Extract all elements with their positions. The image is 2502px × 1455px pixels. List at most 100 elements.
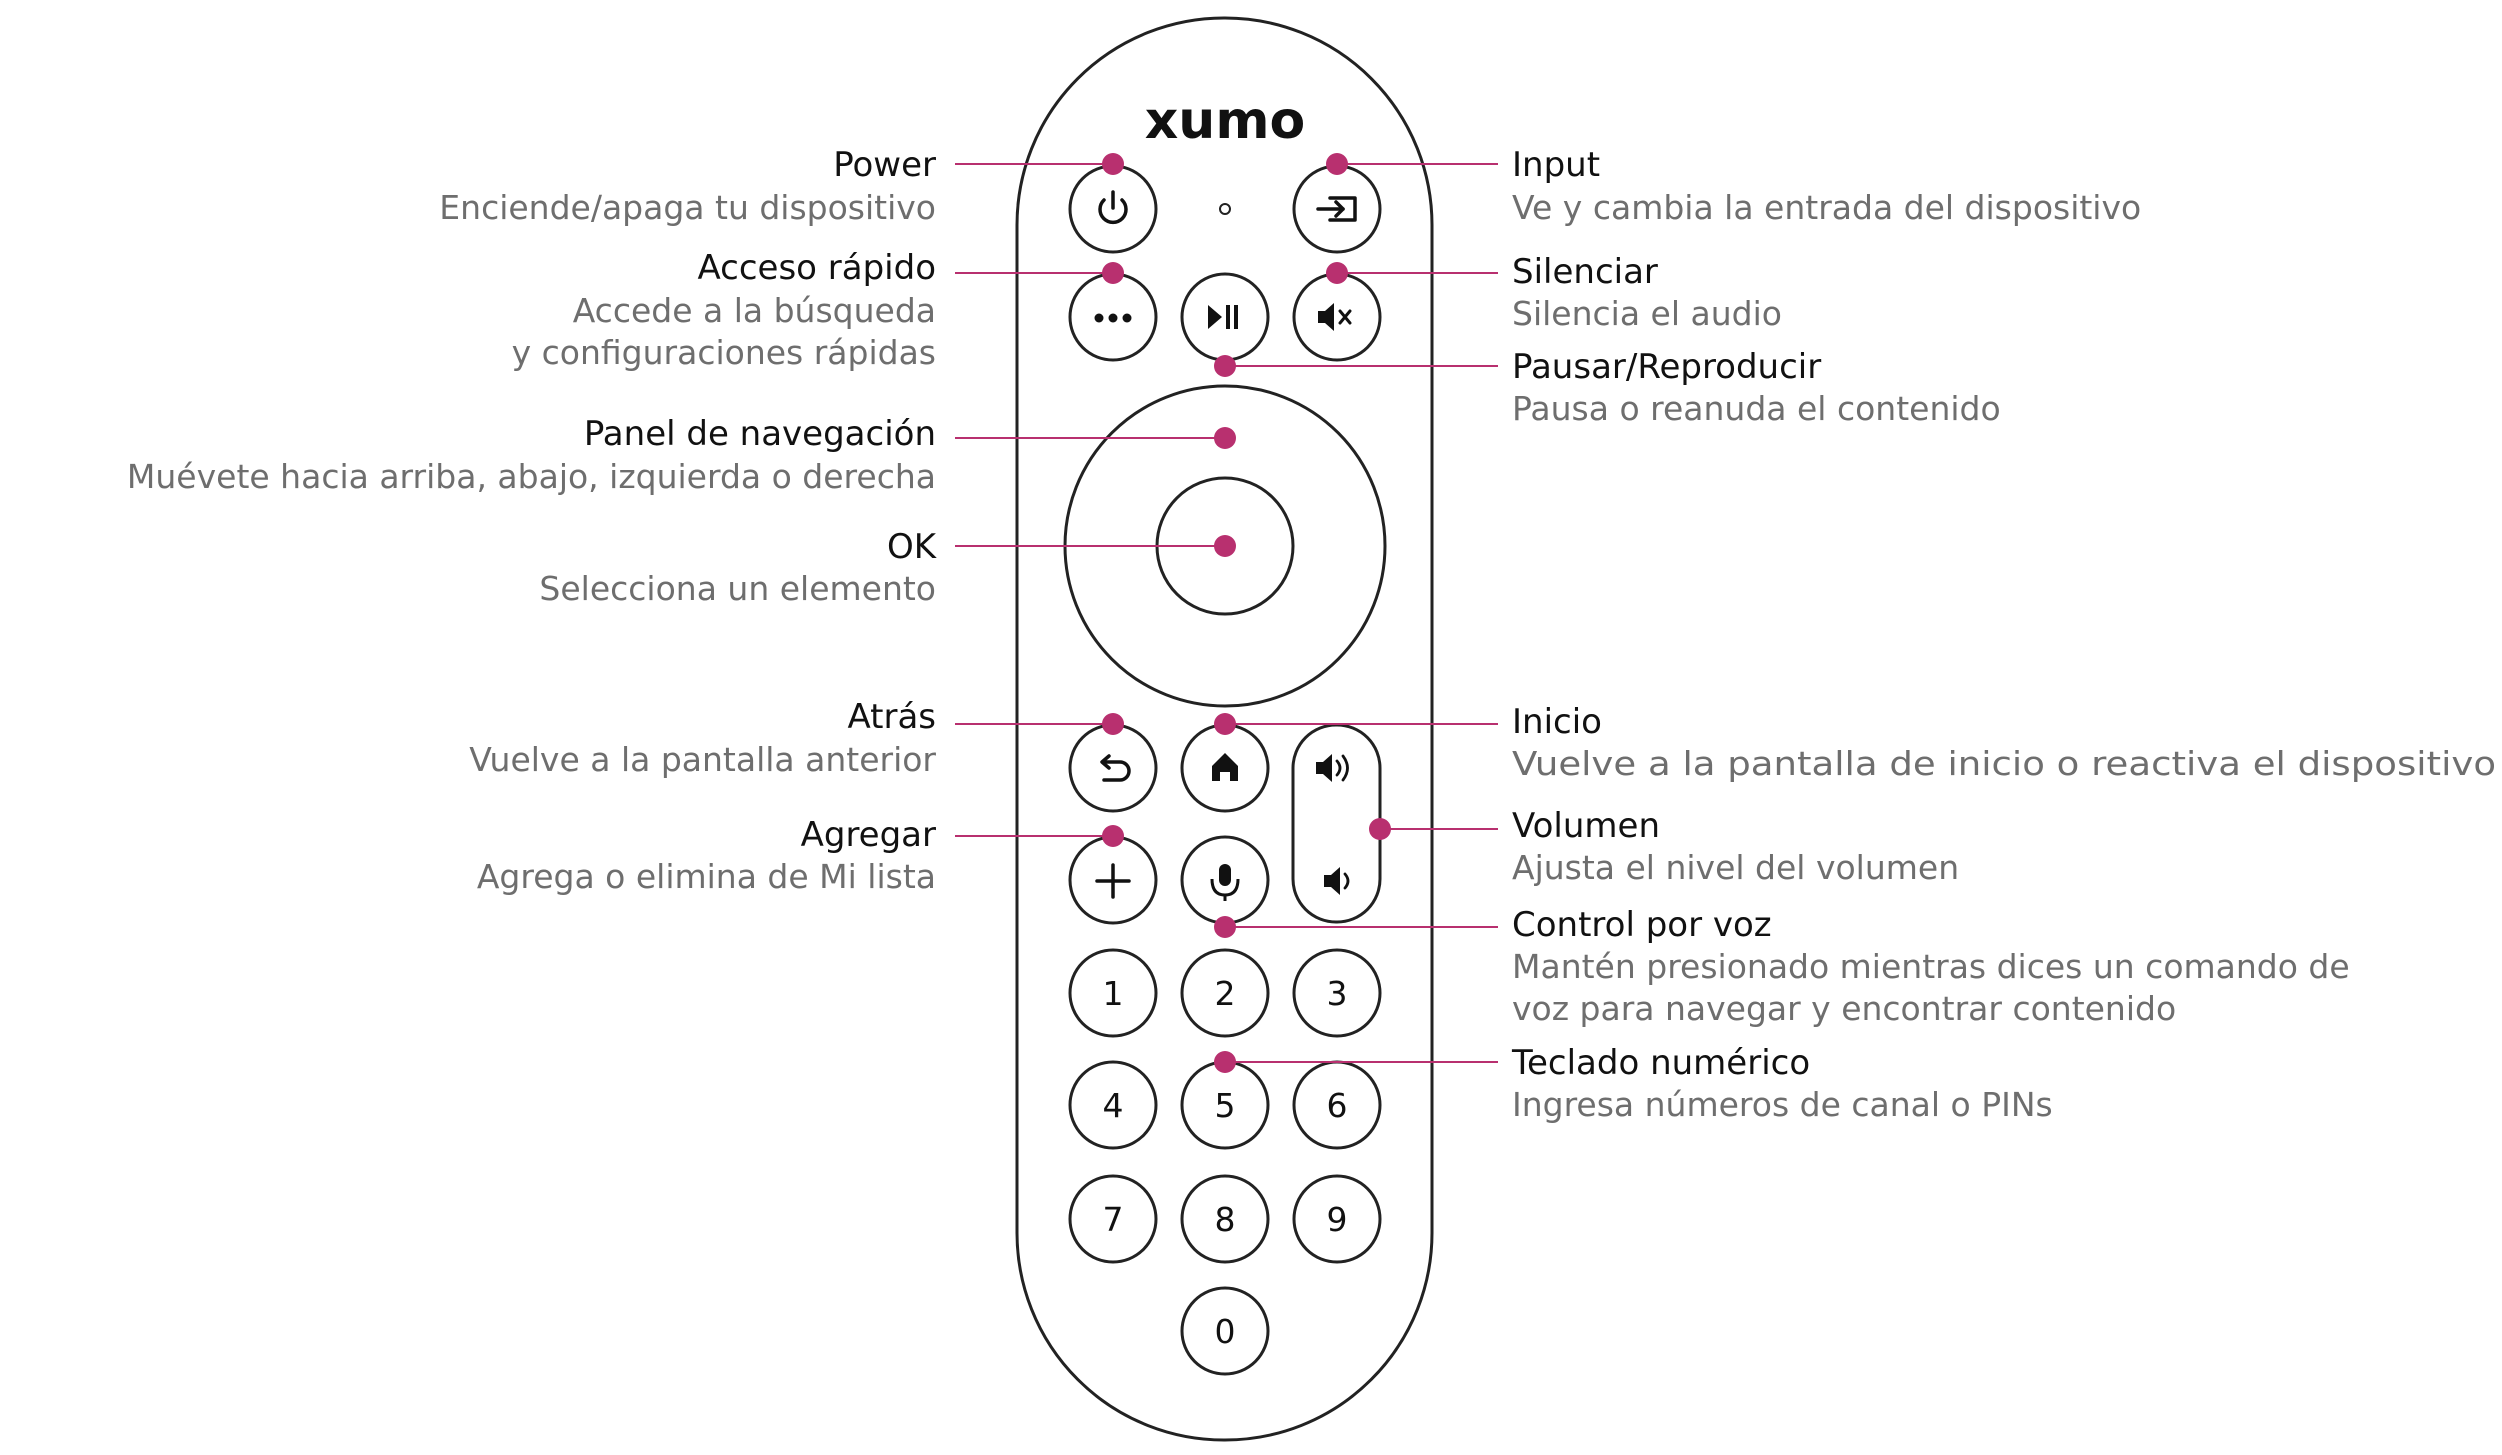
label-mute: Silenciar Silencia el audio: [1512, 252, 1782, 333]
label-desc: Ingresa números de canal o PINs: [1512, 1085, 2053, 1124]
label-desc: Accede a la búsqueda: [573, 291, 936, 330]
label-title: Power: [833, 145, 936, 185]
key-1[interactable]: 1: [1068, 948, 1158, 1038]
callout-dot-power: [1102, 153, 1124, 175]
callout-dot-voice: [1214, 916, 1236, 938]
key-label: 5: [1215, 1086, 1236, 1125]
label-add: Agregar Agrega o elimina de Mi lista: [477, 815, 936, 896]
key-label: 7: [1103, 1200, 1124, 1239]
callout-dot-nav: [1214, 427, 1236, 449]
plus-icon: [1095, 863, 1131, 899]
key-label: 1: [1103, 974, 1124, 1013]
power-icon: [1098, 190, 1128, 225]
input-icon: [1316, 196, 1357, 222]
mute-icon: [1318, 303, 1352, 331]
label-playpause: Pausar/Reproducir Pausa o reanuda el con…: [1512, 347, 2001, 428]
key-label: 2: [1215, 974, 1236, 1013]
callout-dot-home: [1214, 713, 1236, 735]
key-8[interactable]: 8: [1180, 1174, 1270, 1264]
key-4[interactable]: 4: [1068, 1060, 1158, 1150]
number-keypad: 1 2 3 4 5 6 7 8 9 0: [1068, 948, 1382, 1376]
callout-dot-quick: [1102, 262, 1124, 284]
label-voice: Control por voz Mantén presionado mientr…: [1512, 905, 2350, 1028]
label-desc: Agrega o elimina de Mi lista: [477, 857, 936, 896]
label-ok: OK Selecciona un elemento: [539, 527, 937, 608]
callout-dot-add: [1102, 825, 1124, 847]
key-label: 0: [1215, 1312, 1236, 1351]
label-desc: Muévete hacia arriba, abajo, izquierda o…: [127, 457, 936, 496]
label-title: Teclado numérico: [1511, 1043, 1810, 1083]
key-2[interactable]: 2: [1180, 948, 1270, 1038]
home-button[interactable]: [1180, 723, 1270, 813]
label-title: Atrás: [847, 697, 936, 737]
label-nav: Panel de navegación Muévete hacia arriba…: [127, 414, 936, 496]
power-button[interactable]: [1068, 164, 1158, 254]
key-label: 9: [1327, 1200, 1348, 1239]
label-desc: y configuraciones rápidas: [512, 333, 936, 372]
label-home: Inicio Vuelve a la pantalla de inicio o …: [1512, 702, 2496, 783]
label-input: Input Ve y cambia la entrada del disposi…: [1512, 145, 2141, 227]
volume-rocker[interactable]: [1291, 723, 1382, 924]
label-quick: Acceso rápido Accede a la búsqueda y con…: [512, 248, 936, 372]
volume-up-icon: [1316, 754, 1349, 782]
label-title: Acceso rápido: [697, 248, 936, 288]
label-title: Input: [1512, 145, 1600, 185]
back-arrow-icon: [1100, 754, 1131, 782]
callout-dot-back: [1102, 713, 1124, 735]
play-pause-icon: [1208, 305, 1238, 329]
label-volume: Volumen Ajusta el nivel del volumen: [1512, 806, 1959, 887]
add-button[interactable]: [1068, 835, 1158, 925]
microphone-icon: [1210, 864, 1240, 901]
mute-button[interactable]: [1292, 272, 1382, 362]
key-label: 4: [1103, 1086, 1124, 1125]
label-title: OK: [887, 527, 938, 567]
key-9[interactable]: 9: [1292, 1174, 1382, 1264]
key-label: 3: [1327, 974, 1348, 1013]
volume-down-icon: [1324, 867, 1350, 895]
callout-dot-playpause: [1214, 355, 1236, 377]
brand-logo: xumo: [1145, 91, 1305, 151]
label-desc: voz para navegar y encontrar contenido: [1512, 989, 2176, 1028]
label-desc: Enciende/apaga tu dispositivo: [439, 188, 936, 227]
back-button[interactable]: [1068, 723, 1158, 813]
label-desc: Mantén presionado mientras dices un coma…: [1512, 947, 2350, 986]
label-title: Agregar: [801, 815, 936, 855]
label-desc: Vuelve a la pantalla de inicio o reactiv…: [1512, 744, 2496, 783]
key-0[interactable]: 0: [1180, 1286, 1270, 1376]
key-3[interactable]: 3: [1292, 948, 1382, 1038]
label-desc: Ajusta el nivel del volumen: [1512, 848, 1959, 887]
more-dots-icon: [1094, 313, 1132, 323]
key-6[interactable]: 6: [1292, 1060, 1382, 1150]
quick-access-button[interactable]: [1068, 272, 1158, 362]
callout-dot-volume: [1369, 818, 1391, 840]
label-title: Pausar/Reproducir: [1512, 347, 1821, 387]
label-title: Silenciar: [1512, 252, 1658, 292]
label-numpad: Teclado numérico Ingresa números de cana…: [1511, 1043, 2053, 1124]
label-back: Atrás Vuelve a la pantalla anterior: [469, 697, 936, 779]
input-button[interactable]: [1292, 164, 1382, 254]
status-led: [1219, 203, 1231, 215]
voice-button[interactable]: [1180, 835, 1270, 925]
play-pause-button[interactable]: [1180, 272, 1270, 362]
callout-dot-numpad: [1214, 1051, 1236, 1073]
label-power: Power Enciende/apaga tu dispositivo: [439, 145, 936, 227]
label-title: Volumen: [1512, 806, 1660, 846]
label-desc: Ve y cambia la entrada del dispositivo: [1512, 188, 2141, 227]
label-title: Panel de navegación: [584, 414, 936, 454]
callout-dot-ok: [1214, 535, 1236, 557]
callout-dot-mute: [1326, 262, 1348, 284]
key-5[interactable]: 5: [1180, 1060, 1270, 1150]
key-label: 8: [1215, 1200, 1236, 1239]
label-title: Control por voz: [1512, 905, 1772, 945]
label-desc: Selecciona un elemento: [539, 569, 936, 608]
key-label: 6: [1327, 1086, 1348, 1125]
label-desc: Silencia el audio: [1512, 294, 1782, 333]
label-desc: Vuelve a la pantalla anterior: [469, 740, 936, 779]
label-title: Inicio: [1512, 702, 1602, 742]
key-7[interactable]: 7: [1068, 1174, 1158, 1264]
callout-dot-input: [1326, 153, 1348, 175]
home-icon: [1212, 753, 1238, 781]
label-desc: Pausa o reanuda el contenido: [1512, 389, 2001, 428]
